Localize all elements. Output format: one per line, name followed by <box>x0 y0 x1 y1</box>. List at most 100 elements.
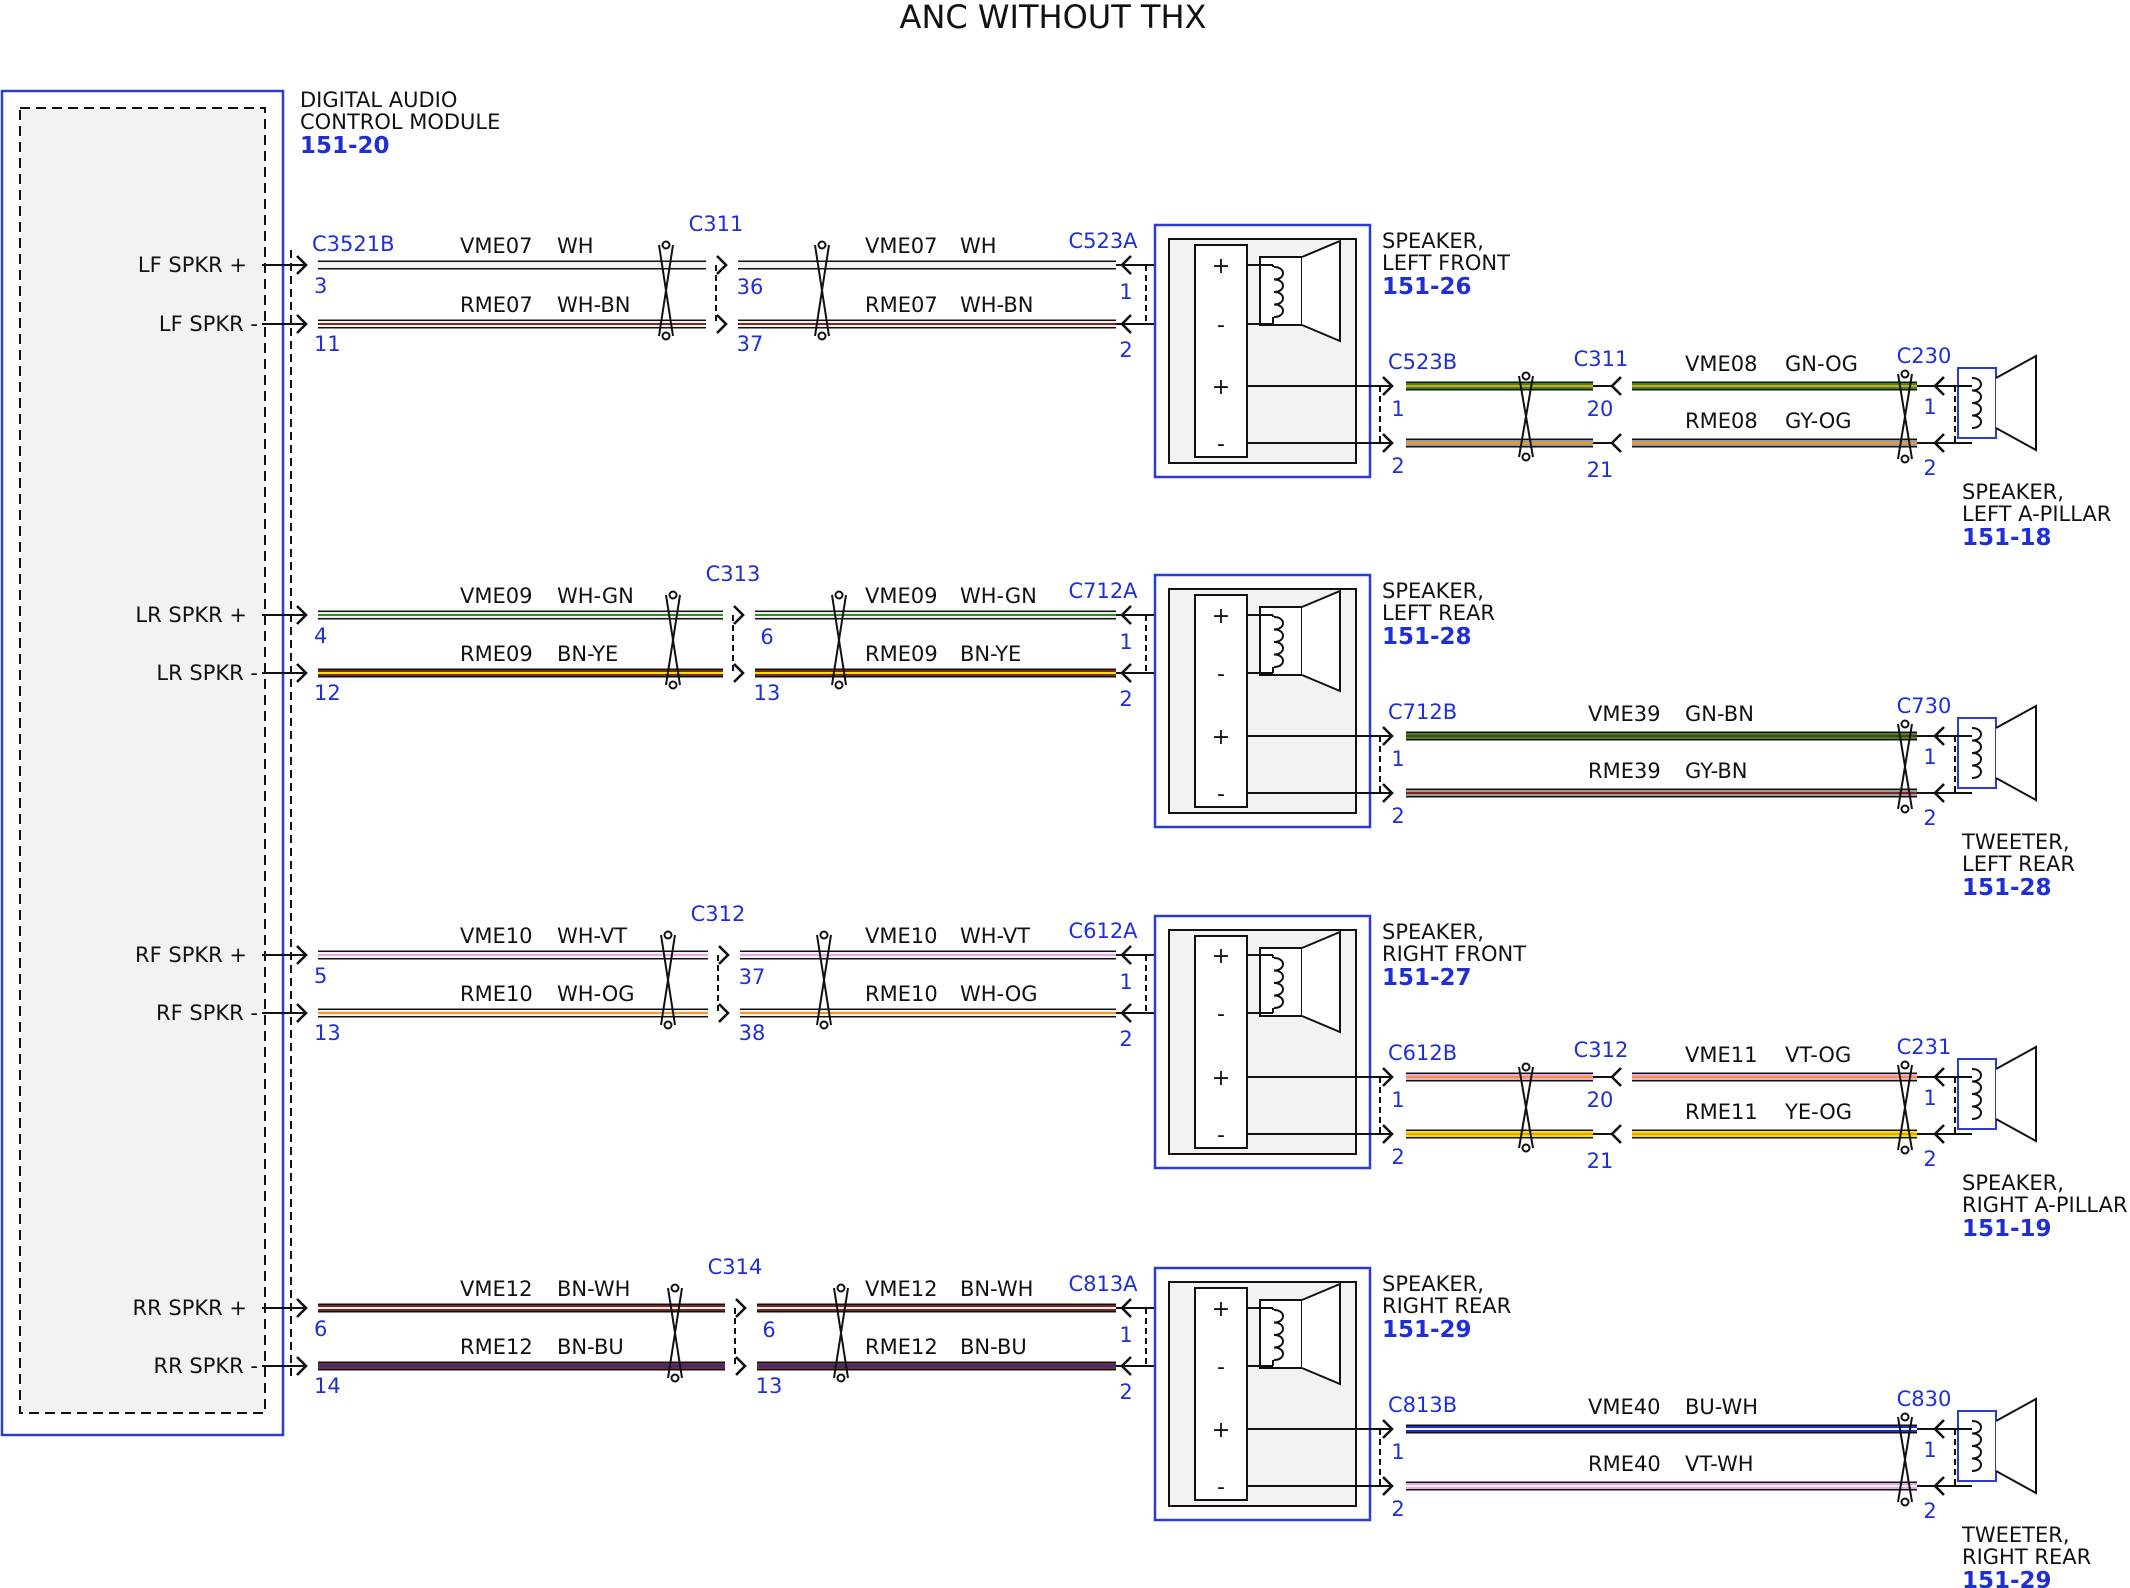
wire-seg2-pos-stripe <box>755 614 1116 616</box>
speaker-pin-neg: 2 <box>1119 1027 1132 1051</box>
twist-seg1 <box>667 1287 683 1379</box>
speaker-name-line2: LEFT REAR <box>1382 601 1495 625</box>
out-inline-label: C311 <box>1574 347 1629 371</box>
speaker-pin-neg: 2 <box>1119 687 1132 711</box>
out-wire-pos <box>1406 1424 1917 1434</box>
signal-label-pos: LR SPKR + <box>135 603 247 627</box>
tweeter-symbol-2 <box>1957 1045 2037 1143</box>
out-twist-end-bottom <box>1900 454 1910 464</box>
tweeter-symbol-3 <box>1957 1397 2037 1495</box>
tweeter-cone <box>1995 1397 2037 1495</box>
tw-name-line1: TWEETER, <box>1961 830 2070 854</box>
wire-color-pos: BN-WH <box>557 1277 630 1301</box>
wire-seg2-neg <box>757 1361 1116 1371</box>
out-connector-label: C612B <box>1388 1041 1457 1065</box>
terminal-minus-1: - <box>1217 1002 1225 1027</box>
speaker-ref: 151-28 <box>1382 624 1472 650</box>
speaker-arrow-neg <box>1120 1356 1132 1376</box>
speaker-terminal-block <box>1194 594 1248 808</box>
inline-arrow-neg <box>735 1356 747 1376</box>
wire-seg2-neg-stripe <box>757 1365 1116 1367</box>
wire-circuit-pos-2: VME12 <box>865 1277 937 1301</box>
speaker-symbol-2 <box>1153 914 1372 1170</box>
inline-arrow-neg <box>733 663 745 683</box>
wire-color-pos: WH <box>557 234 594 258</box>
wire-color-neg-2: WH-OG <box>960 982 1038 1006</box>
out-wire-seg2-pos-stripe <box>1632 1076 1917 1078</box>
wire-seg1-neg-stripe <box>318 1012 708 1014</box>
wire-color-neg: BN-YE <box>557 642 618 666</box>
twist-seg2 <box>816 934 832 1026</box>
out-wire-seg2-neg <box>1632 438 1917 448</box>
twist-seg2-bottom <box>836 1373 846 1383</box>
wire-seg2-neg-stripe <box>740 1012 1116 1014</box>
wire-circuit-neg: RME07 <box>460 293 533 317</box>
wire-seg1-pos <box>318 610 723 620</box>
wire-seg2-neg <box>738 319 1116 329</box>
tw-pin-neg: 2 <box>1923 1499 1936 1523</box>
tweeter-symbol-0 <box>1957 354 2037 452</box>
twist-seg2 <box>833 1287 849 1379</box>
terminal-plus-2: + <box>1212 375 1230 400</box>
wire-seg2-pos <box>755 610 1116 620</box>
signal-label-pos: LF SPKR + <box>138 253 247 277</box>
twist-seg2 <box>814 244 830 337</box>
wire-color-neg-2: WH-BN <box>960 293 1034 317</box>
wire-circuit-neg: RME12 <box>460 1335 533 1359</box>
speaker-cone <box>1301 1282 1341 1386</box>
module-pin-neg: 14 <box>314 1374 341 1398</box>
wire-color-neg: BN-BU <box>557 1335 624 1359</box>
signal-label-neg: LF SPKR - <box>159 312 258 336</box>
wire-seg2-neg <box>740 1008 1116 1018</box>
out-connector-label: C813B <box>1388 1393 1457 1417</box>
speaker-terminal-block <box>1194 244 1248 458</box>
diagram-title: ANC WITHOUT THX <box>900 0 1207 36</box>
speaker-name-line1: SPEAKER, <box>1382 229 1484 253</box>
out-circuit-pos: VME40 <box>1588 1395 1660 1419</box>
inline-arrow-pos <box>718 945 730 965</box>
speaker-arrow-pos <box>1120 1298 1132 1318</box>
module-connector-label: C3521B <box>312 232 395 256</box>
out-wire-neg <box>1406 788 1917 798</box>
tweeter-coil <box>1971 377 1982 429</box>
speaker-terminal-block <box>1194 935 1248 1149</box>
out-color-neg: VT-WH <box>1685 1452 1754 1476</box>
tw-connector-label: C231 <box>1897 1035 1952 1059</box>
inline-connector-label: C314 <box>708 1255 763 1279</box>
speaker-coil <box>1273 1309 1284 1361</box>
wire-seg2-pos <box>738 260 1116 270</box>
wire-seg2-neg-stripe <box>738 323 1116 325</box>
twist-seg1 <box>665 594 681 686</box>
terminal-minus-2: - <box>1217 432 1225 457</box>
terminal-plus-1: + <box>1212 1297 1230 1322</box>
terminal-minus-2: - <box>1217 1123 1225 1148</box>
module-pin-neg: 11 <box>314 332 341 356</box>
tweeter-coil <box>1971 1068 1982 1120</box>
out-pin-neg: 2 <box>1391 1497 1404 1521</box>
out-wire-seg1-neg-stripe <box>1406 1133 1593 1135</box>
out-wire-neg <box>1406 1481 1917 1491</box>
signal-label-neg: RF SPKR - <box>156 1001 258 1025</box>
out-arrow-neg <box>1382 1476 1394 1496</box>
wire-seg2-pos-stripe <box>738 264 1116 266</box>
tw-arrow-pos <box>1933 726 1945 746</box>
tw-name-line2: LEFT REAR <box>1962 852 2075 876</box>
tw-pin-pos: 1 <box>1923 1438 1936 1462</box>
tw-pin-neg: 2 <box>1923 456 1936 480</box>
tw-connector-label: C730 <box>1897 694 1952 718</box>
out-wire-seg1-neg <box>1406 438 1593 448</box>
tweeter-coil <box>1971 727 1982 779</box>
speaker-name-line2: LEFT FRONT <box>1382 251 1510 275</box>
wire-color-pos-2: WH-GN <box>960 584 1037 608</box>
tw-arrow-neg <box>1933 783 1945 803</box>
out-wire-seg2-pos <box>1632 381 1917 391</box>
tw-arrow-neg <box>1933 1476 1945 1496</box>
speaker-arrow-pos <box>1120 605 1132 625</box>
speaker-symbol-3 <box>1153 1266 1372 1522</box>
wire-seg2-pos <box>740 950 1116 960</box>
speaker-pin-pos: 1 <box>1119 970 1132 994</box>
